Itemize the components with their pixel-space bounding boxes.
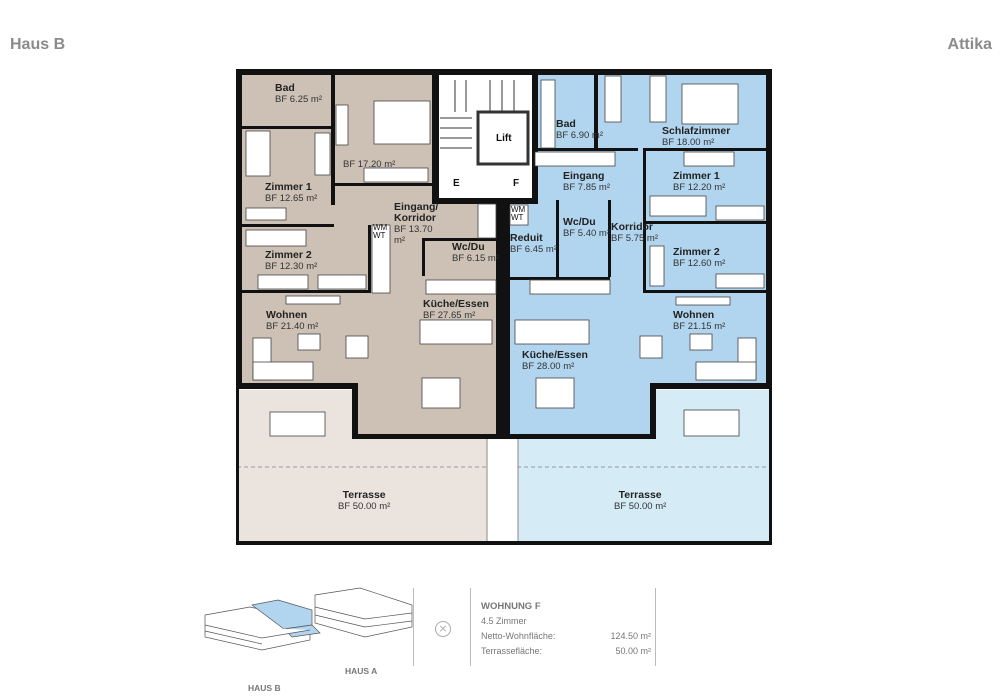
haus-a-label: HAUS A — [345, 666, 378, 676]
divider — [413, 588, 414, 666]
floor-label: Attika — [947, 36, 992, 53]
entry-f-label: F — [513, 178, 520, 189]
divider — [470, 588, 471, 666]
net-area-value: 124.50 m² — [610, 631, 651, 641]
key-plan-icon — [204, 587, 413, 651]
haus-b-label: HAUS B — [248, 683, 281, 693]
lift-label: Lift — [496, 133, 512, 144]
apartment-info: WOHNUNG F 4.5 Zimmer Netto-Wohnfläche: 12… — [481, 599, 651, 659]
net-area-label: Netto-Wohnfläche: — [481, 631, 556, 641]
apartment-title: WOHNUNG F — [481, 601, 541, 612]
north-compass-icon: ⨯ — [435, 621, 451, 637]
stair-core — [438, 74, 536, 198]
entry-e-label: E — [453, 178, 460, 189]
building-label: Haus B — [10, 36, 66, 53]
terrace-area-value: 50.00 m² — [615, 646, 651, 656]
divider — [655, 588, 656, 666]
terrace-area-label: Terrassefläche: — [481, 646, 543, 656]
room-bedroom-left: BF 17.20 m² — [343, 159, 396, 170]
room-count: 4.5 Zimmer — [481, 616, 527, 626]
